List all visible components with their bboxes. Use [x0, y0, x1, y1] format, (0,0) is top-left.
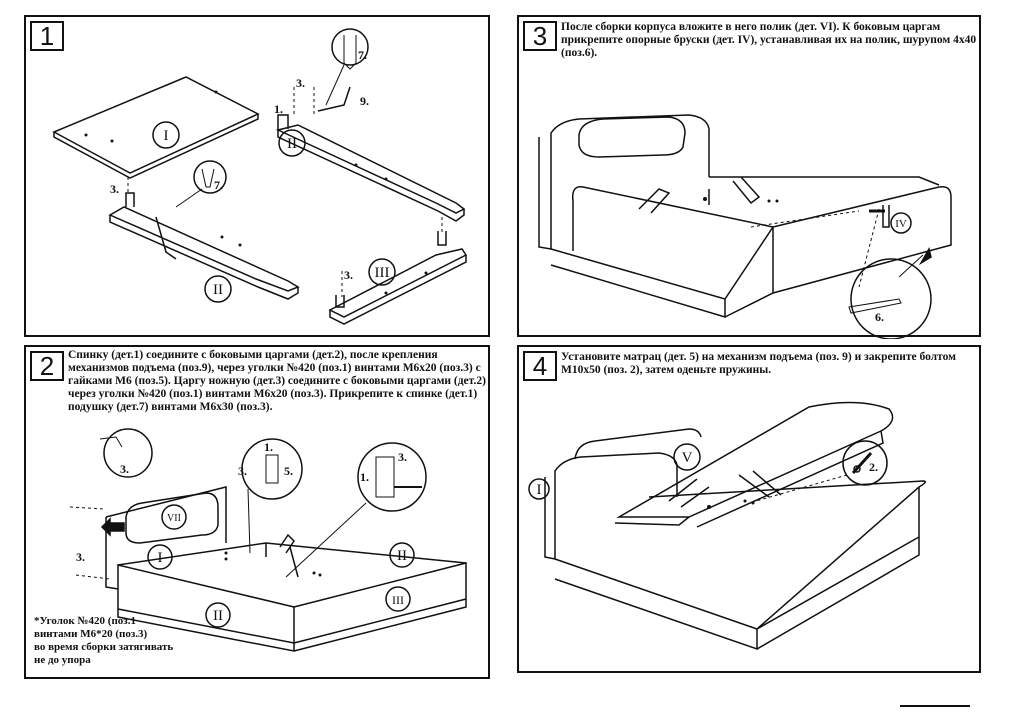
note-line: винтами М6*20 (поз.3) — [34, 628, 148, 640]
step-3-instruction: После сборки корпуса вложите в него поли… — [561, 21, 977, 59]
part-I-label: I — [537, 482, 542, 498]
step-3-diagram: IV 6. — [538, 114, 952, 339]
pos-9-label: 9. — [360, 94, 369, 108]
note-line: *Уголок №420 (поз.1 — [34, 615, 136, 627]
step-4-panel: 4 Установите матрац (дет. 5) на механизм… — [517, 345, 981, 673]
part-II-label: II — [213, 282, 223, 298]
part-II-label: II — [213, 608, 223, 624]
pos-1-label: 1. — [360, 470, 369, 484]
part-III-label: III — [392, 593, 404, 607]
pos-3-label: 3. — [76, 550, 85, 564]
pos-7-label: 7. — [358, 48, 367, 62]
step-4-diagram: I V 2. — [528, 401, 926, 651]
step-number: 1 — [30, 21, 64, 51]
part-I-label: I — [164, 128, 169, 144]
part-III-label: III — [375, 265, 390, 281]
pos-7-label: 7. — [214, 178, 223, 192]
step-1-diagram: I II II III 3. 3. 3. 7. 7. 9. 1. — [52, 28, 468, 325]
pos-5-label: 5. — [284, 464, 293, 478]
step-4-instruction: Установите матрац (дет. 5) на механизм п… — [561, 351, 956, 376]
part-VII-label: VII — [167, 513, 181, 524]
pos-3-label: 3. — [344, 268, 353, 282]
part-I-label: I — [158, 550, 163, 566]
pos-1-label: 1. — [274, 102, 283, 116]
pos-1-label: 1. — [264, 440, 273, 454]
note-line: не до упора — [34, 654, 91, 666]
pos-3-label: 3. — [296, 76, 305, 90]
step-number: 3 — [523, 21, 557, 51]
step-2-panel: 2 Спинку (дет.1) соедините с боковыми ца… — [24, 345, 490, 679]
bottom-rule — [900, 705, 970, 707]
step-1-panel: 1 — [24, 15, 490, 337]
part-IV-label: IV — [895, 218, 907, 230]
step-2-diagram: I II II III VII 3. 3. 3. 3. 1. 1. 5. — [69, 428, 467, 652]
pos-3-label: 3. — [398, 450, 407, 464]
step-number: 2 — [30, 351, 64, 381]
step-2-instruction: Спинку (дет.1) соедините с боковыми царг… — [68, 349, 486, 413]
part-II-label: II — [287, 136, 297, 152]
assembly-note: *Уголок №420 (поз.1 винтами М6*20 (поз.3… — [34, 615, 214, 667]
pos-6-label: 6. — [875, 310, 884, 324]
note-line: во время сборки затягивать — [34, 641, 174, 653]
pos-3-label: 3. — [238, 464, 247, 478]
pos-3-label: 3. — [120, 462, 129, 476]
step-number: 4 — [523, 351, 557, 381]
pos-2-label: 2. — [869, 460, 878, 474]
step-3-panel: 3 После сборки корпуса вложите в него по… — [517, 15, 981, 339]
part-V-label: V — [682, 450, 693, 466]
pos-3-label: 3. — [110, 182, 119, 196]
part-II-label: II — [397, 548, 407, 564]
